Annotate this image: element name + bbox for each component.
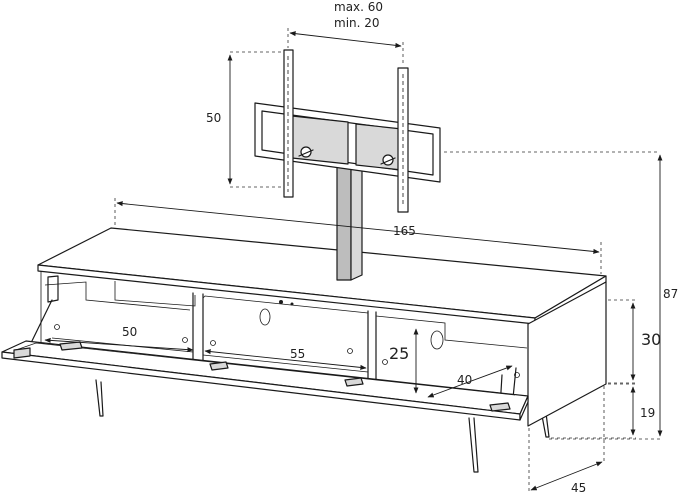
- label-compartment-depth: 40: [457, 373, 472, 387]
- tv-mount-column: [336, 159, 363, 281]
- label-bracket-spacing-min: min. 20: [334, 16, 380, 30]
- label-bracket-height: 50: [206, 111, 221, 125]
- label-compartment-height: 25: [389, 344, 409, 363]
- label-leg-height: 19: [640, 406, 655, 420]
- cabinet: [1, 227, 607, 473]
- label-compartment-left-width: 50: [122, 325, 137, 339]
- dimension-lines: [44, 28, 663, 493]
- label-compartment-middle-width: 55: [290, 347, 305, 361]
- label-bracket-spacing-max: max. 60: [334, 0, 383, 14]
- label-depth: 45: [571, 481, 586, 495]
- label-cabinet-height: 30: [641, 330, 661, 349]
- label-cabinet-width: 165: [393, 224, 416, 238]
- label-overall-height: 87: [663, 287, 678, 301]
- tv-bracket: [254, 49, 441, 213]
